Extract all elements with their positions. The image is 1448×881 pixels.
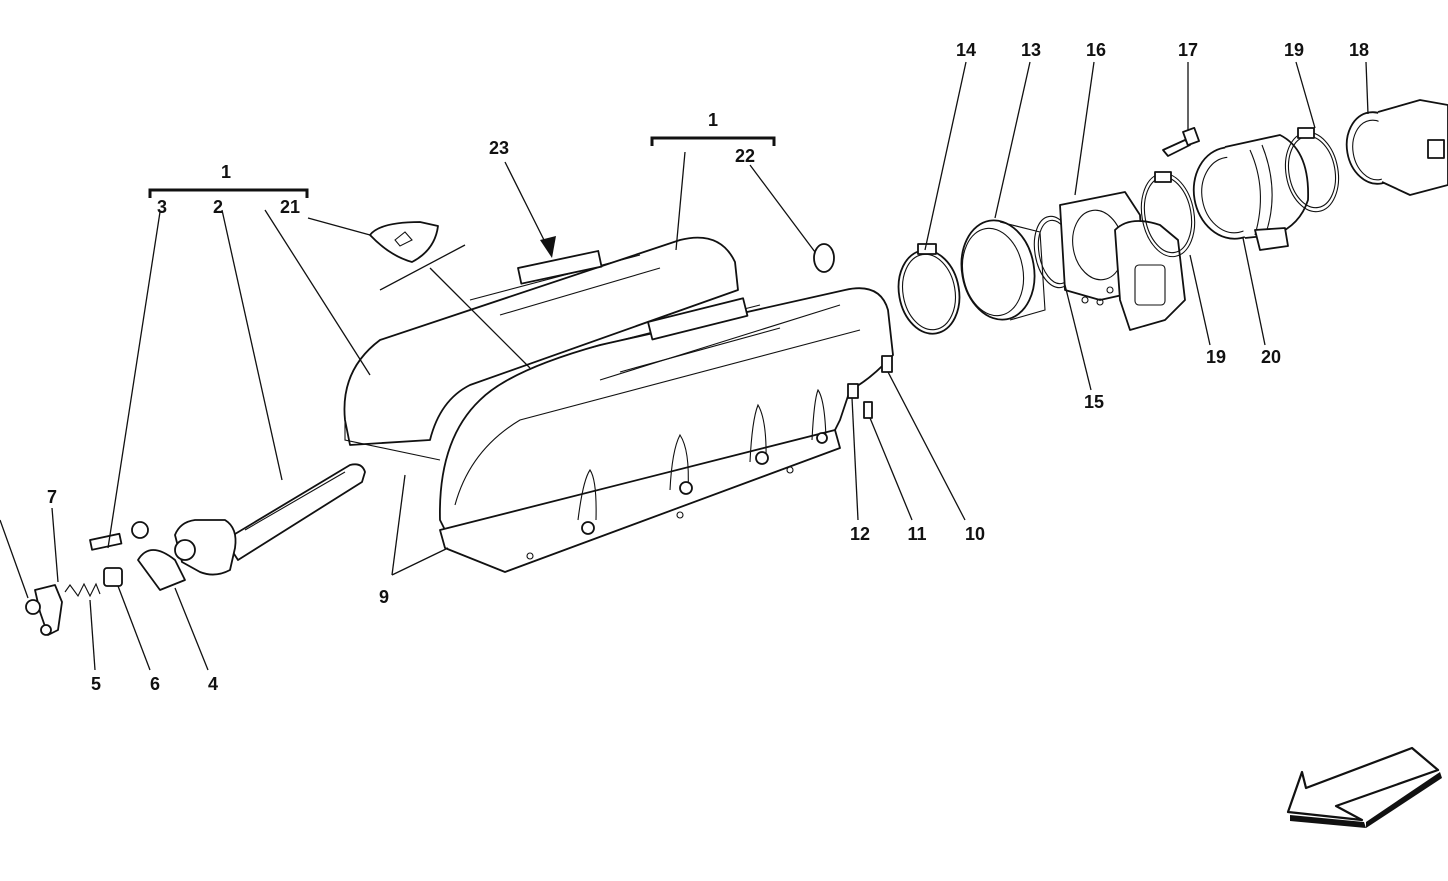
callout-6: 6 [150,674,160,694]
cap-22 [813,243,835,273]
hose-clamp-19-lower [1140,171,1196,258]
throttle-body-16 [1059,191,1186,331]
callout-4: 4 [208,674,218,694]
callout-9: 9 [379,587,389,607]
callout-12: 12 [850,524,870,544]
rubber-sleeve-20 [1192,134,1309,251]
callout-14: 14 [956,40,976,60]
callout-23: 23 [489,138,509,158]
callout-20: 20 [1261,347,1281,367]
callout-17: 17 [1178,40,1198,60]
callout-19-bottom: 19 [1206,347,1226,367]
leader-lines [0,61,1369,671]
group-bracket-left [148,188,309,198]
air-flow-meter-18 [1345,99,1448,196]
callout-10: 10 [965,524,985,544]
direction-arrow-23 [504,161,556,258]
callout-15: 15 [1084,392,1104,412]
small-fittings-10-11-12 [847,355,893,419]
orientation-arrow-icon [1286,746,1442,828]
intake-manifold-front [439,287,894,573]
callout-21: 21 [280,197,300,217]
callout-5: 5 [91,674,101,694]
group-bracket-right [650,136,776,146]
throttle-linkage-assembly [25,463,366,636]
callout-11: 11 [907,524,926,544]
callout-16: 16 [1086,40,1106,60]
adapter-ring-13 [960,219,1046,321]
callout-7: 7 [47,487,57,507]
intake-manifold-rear [343,236,739,461]
hose-clamp-19-upper [1284,127,1340,213]
hose-clamp-14 [897,243,961,335]
ferrari-emblem-badge [369,221,439,263]
callout-1-right: 1 [708,110,718,130]
callout-13: 13 [1021,40,1041,60]
bolt-17 [1162,126,1200,157]
callout-labels: 1 1 2 3 4 5 6 7 9 10 11 12 13 14 15 16 1… [47,40,1369,694]
callout-1-left: 1 [221,162,231,182]
callout-22: 22 [735,146,755,166]
callout-2: 2 [213,197,223,217]
callout-3: 3 [157,197,167,217]
callout-18: 18 [1349,40,1369,60]
callout-19-top: 19 [1284,40,1304,60]
